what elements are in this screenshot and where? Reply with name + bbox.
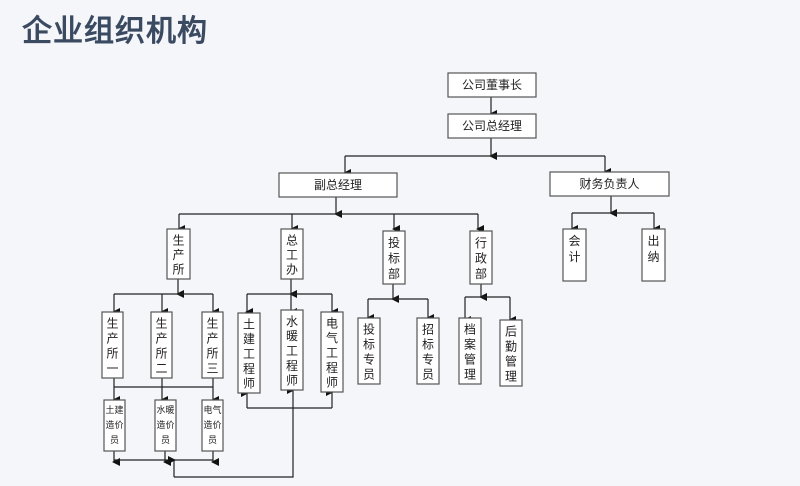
connector-line [174, 386, 295, 478]
node-label: 财务负责人 [579, 176, 639, 191]
node-label: 出纳 [647, 234, 659, 264]
node-finance-head: 财务负责人 [549, 171, 670, 197]
node-production-1: 生产所一 [101, 311, 124, 379]
node-box [103, 399, 126, 452]
node-label: 生产所一 [106, 317, 118, 376]
node-label: 水暖工程师 [286, 314, 298, 387]
node-box [416, 317, 440, 385]
node-electrical-engineer: 电气工程师 [320, 311, 344, 393]
node-label: 行政部 [475, 236, 487, 281]
node-box [237, 312, 261, 394]
node-archive-mgmt: 档案管理 [458, 317, 482, 385]
node-box [562, 228, 587, 282]
node-gm: 公司总经理 [447, 113, 537, 139]
node-label: 后勤管理 [505, 325, 517, 384]
node-logistics-mgmt: 后勤管理 [499, 319, 523, 387]
node-deputy-gm: 副总经理 [278, 172, 398, 198]
node-label: 水暖造价员 [156, 404, 174, 446]
node-admin-dept: 行政部 [469, 230, 493, 285]
node-label: 电气造价员 [203, 404, 221, 446]
node-box [382, 230, 406, 285]
page-title: 企业组织机构 [22, 14, 208, 49]
node-box [549, 171, 670, 197]
node-box [278, 172, 398, 198]
node-cashier: 出纳 [641, 228, 666, 282]
node-civil-cost-estimator: 土建造价员 [103, 399, 126, 452]
node-chief-engineer-office: 总工办 [280, 228, 304, 280]
node-box [458, 317, 482, 385]
node-label: 总工办 [286, 233, 298, 276]
node-accountant: 会计 [562, 228, 587, 282]
node-label: 副总经理 [314, 178, 362, 192]
node-tender-specialist: 招标专员 [416, 317, 440, 385]
node-civil-engineer: 土建工程师 [237, 312, 261, 394]
node-production: 生产所 [166, 228, 191, 280]
node-hvac-engineer: 水暖工程师 [280, 309, 304, 391]
node-label: 会计 [568, 234, 580, 264]
node-box [320, 311, 344, 393]
node-production-2: 生产所二 [150, 311, 173, 379]
node-label: 生产所 [172, 233, 184, 276]
node-production-3: 生产所三 [201, 311, 224, 379]
node-box [201, 399, 224, 452]
node-box [447, 113, 537, 139]
node-bid-specialist: 投标专员 [357, 317, 381, 385]
node-box [641, 228, 666, 282]
node-label: 生产所三 [206, 317, 218, 376]
node-label: 生产所二 [155, 317, 167, 376]
node-label: 土建工程师 [243, 317, 255, 390]
node-box [357, 317, 381, 385]
node-box [201, 311, 224, 379]
node-chairman: 公司董事长 [447, 72, 537, 98]
node-bidding-dept: 投标部 [382, 230, 406, 285]
node-label: 投标部 [388, 235, 400, 281]
node-electrical-cost-estimator: 电气造价员 [201, 399, 224, 452]
node-label: 公司董事长 [462, 78, 522, 92]
node-box [150, 311, 173, 379]
node-box [154, 399, 177, 452]
node-label: 档案管理 [464, 323, 476, 382]
node-box [499, 319, 523, 387]
node-hvac-cost-estimator: 水暖造价员 [154, 399, 177, 452]
node-box [101, 311, 124, 379]
node-box [447, 72, 537, 98]
node-label: 投标专员 [363, 322, 375, 382]
node-box [280, 309, 304, 391]
node-label: 电气工程师 [326, 316, 338, 389]
node-box [280, 228, 304, 280]
node-label: 公司总经理 [462, 119, 522, 133]
node-label: 土建造价员 [105, 404, 123, 446]
node-box [469, 230, 493, 285]
node-box [166, 228, 191, 280]
node-label: 招标专员 [422, 323, 434, 382]
